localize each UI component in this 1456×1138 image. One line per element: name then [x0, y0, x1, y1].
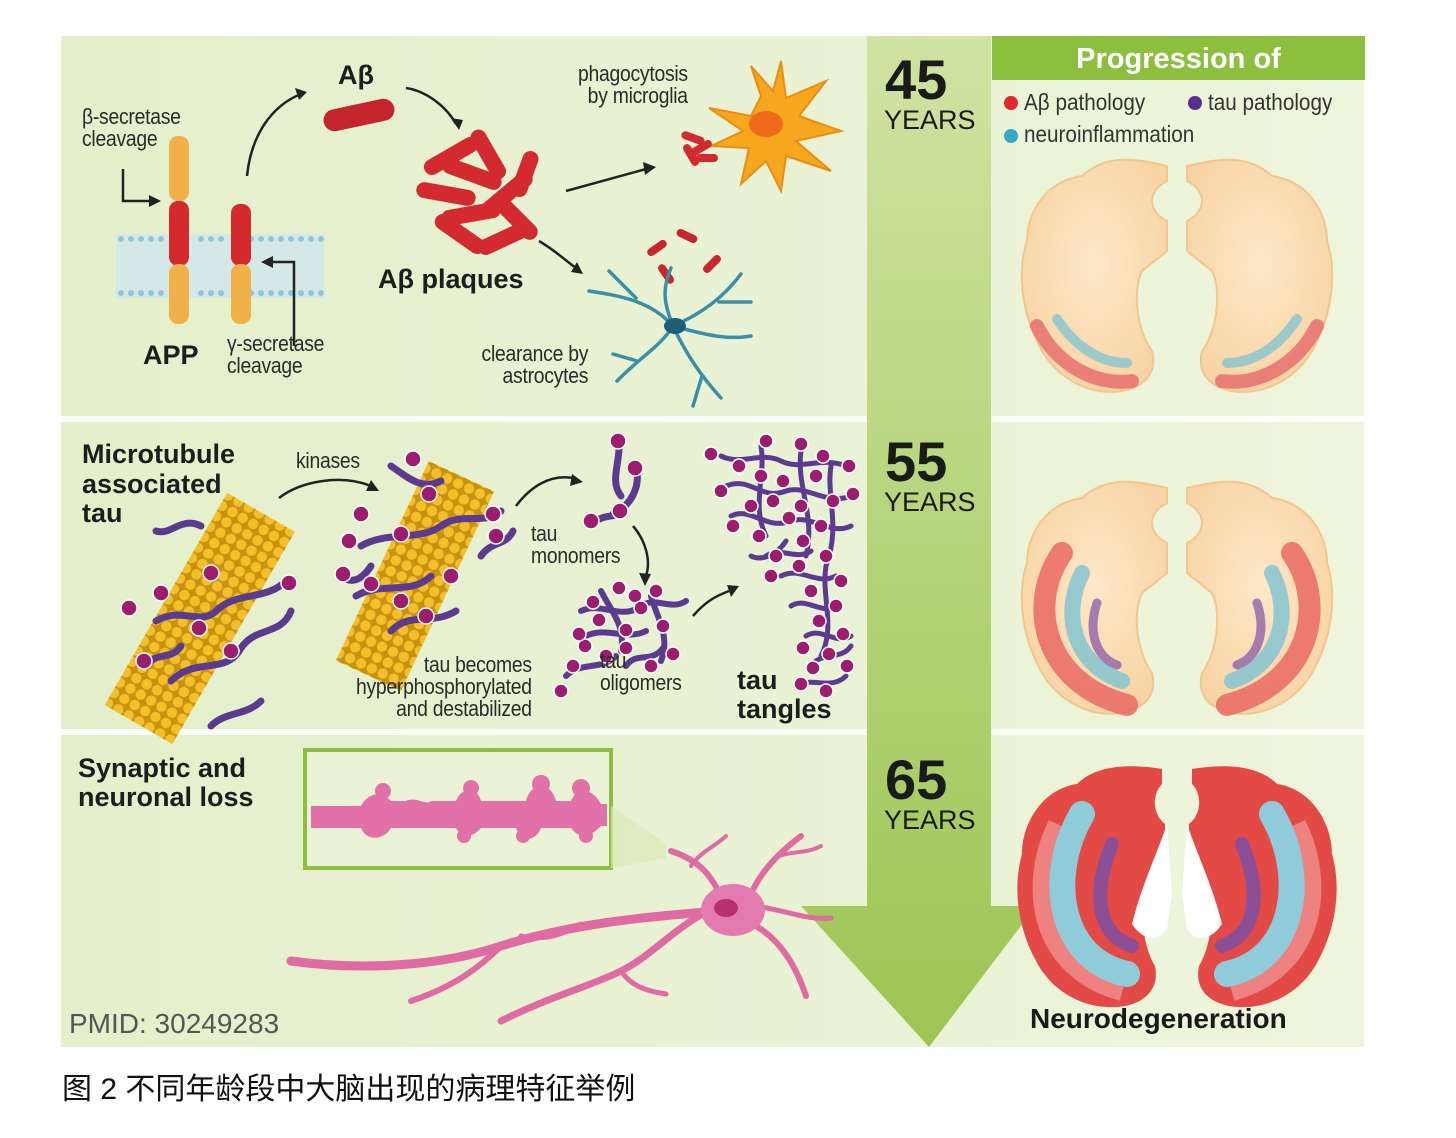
app-protein-2	[231, 204, 251, 324]
kinases-label: kinases	[296, 448, 360, 473]
phospho-groups-oligomers	[553, 580, 681, 699]
age-65-unit: YEARS	[884, 805, 976, 835]
abeta-plaque	[416, 129, 539, 256]
hyperphosphorylated-label: tau becomes hyperphosphorylated and dest…	[356, 652, 532, 721]
astrocytes-label: clearance by astrocytes	[481, 341, 588, 388]
legend-neuroinflammation-label: neuroinflammation	[1024, 121, 1195, 147]
figure-panel	[61, 36, 1364, 1047]
tau-tangles-label: tau tangles	[737, 665, 832, 724]
legend-abeta-label: Aβ pathology	[1024, 89, 1146, 115]
gamma-secretase-label: γ-secretase cleavage	[227, 331, 325, 378]
abeta-plaques-label: Aβ plaques	[378, 264, 524, 294]
legend-title: Progression of	[992, 36, 1365, 80]
tau-oligomers-label: tau oligomers	[600, 648, 682, 695]
figure-caption: 图 2 不同年龄段中大脑出现的病理特征举例	[62, 1073, 636, 1106]
legend-tau-dot	[1188, 96, 1202, 110]
age-45-number: 45	[885, 48, 948, 111]
legend-tau-label: tau pathology	[1208, 89, 1333, 115]
phospho-groups-tangles	[703, 433, 861, 699]
microglia-cell	[708, 60, 845, 195]
brain-55	[1020, 480, 1334, 716]
microtubule-tau-label: Microtubule associated tau	[82, 439, 235, 529]
neurodegeneration-label: Neurodegeneration	[1030, 1003, 1287, 1034]
legend-abeta-dot	[1004, 96, 1018, 110]
age-65-number: 65	[885, 748, 948, 811]
phospho-groups-2	[334, 450, 505, 625]
phospho-groups-monomers	[582, 432, 644, 530]
progression-arrow	[801, 36, 1036, 1047]
age-55-number: 55	[885, 430, 948, 493]
abeta-peptide	[323, 98, 395, 132]
brain-65	[1017, 766, 1337, 1008]
membrane	[116, 234, 324, 298]
phospho-groups-1	[120, 564, 298, 670]
synapse-inset	[303, 748, 613, 870]
abeta-fragments	[647, 229, 721, 284]
brain-45	[1020, 158, 1334, 393]
phagocytosed-abeta	[681, 131, 718, 166]
tau-monomers-label: tau monomers	[531, 521, 621, 568]
age-55-unit: YEARS	[884, 487, 976, 517]
abeta-label: Aβ	[338, 60, 374, 90]
synaptic-loss-label: Synaptic and neuronal loss	[78, 753, 254, 812]
age-45-unit: YEARS	[884, 105, 976, 135]
pmid-label: PMID: 30249283	[69, 1008, 280, 1039]
beta-secretase-label: β-secretase cleavage	[82, 104, 181, 151]
phagocytosis-label: phagocytosis by microglia	[578, 61, 688, 108]
legend-neuroinflammation-dot	[1004, 129, 1018, 143]
app-label: APP	[143, 340, 199, 370]
app-protein-1	[169, 136, 189, 324]
